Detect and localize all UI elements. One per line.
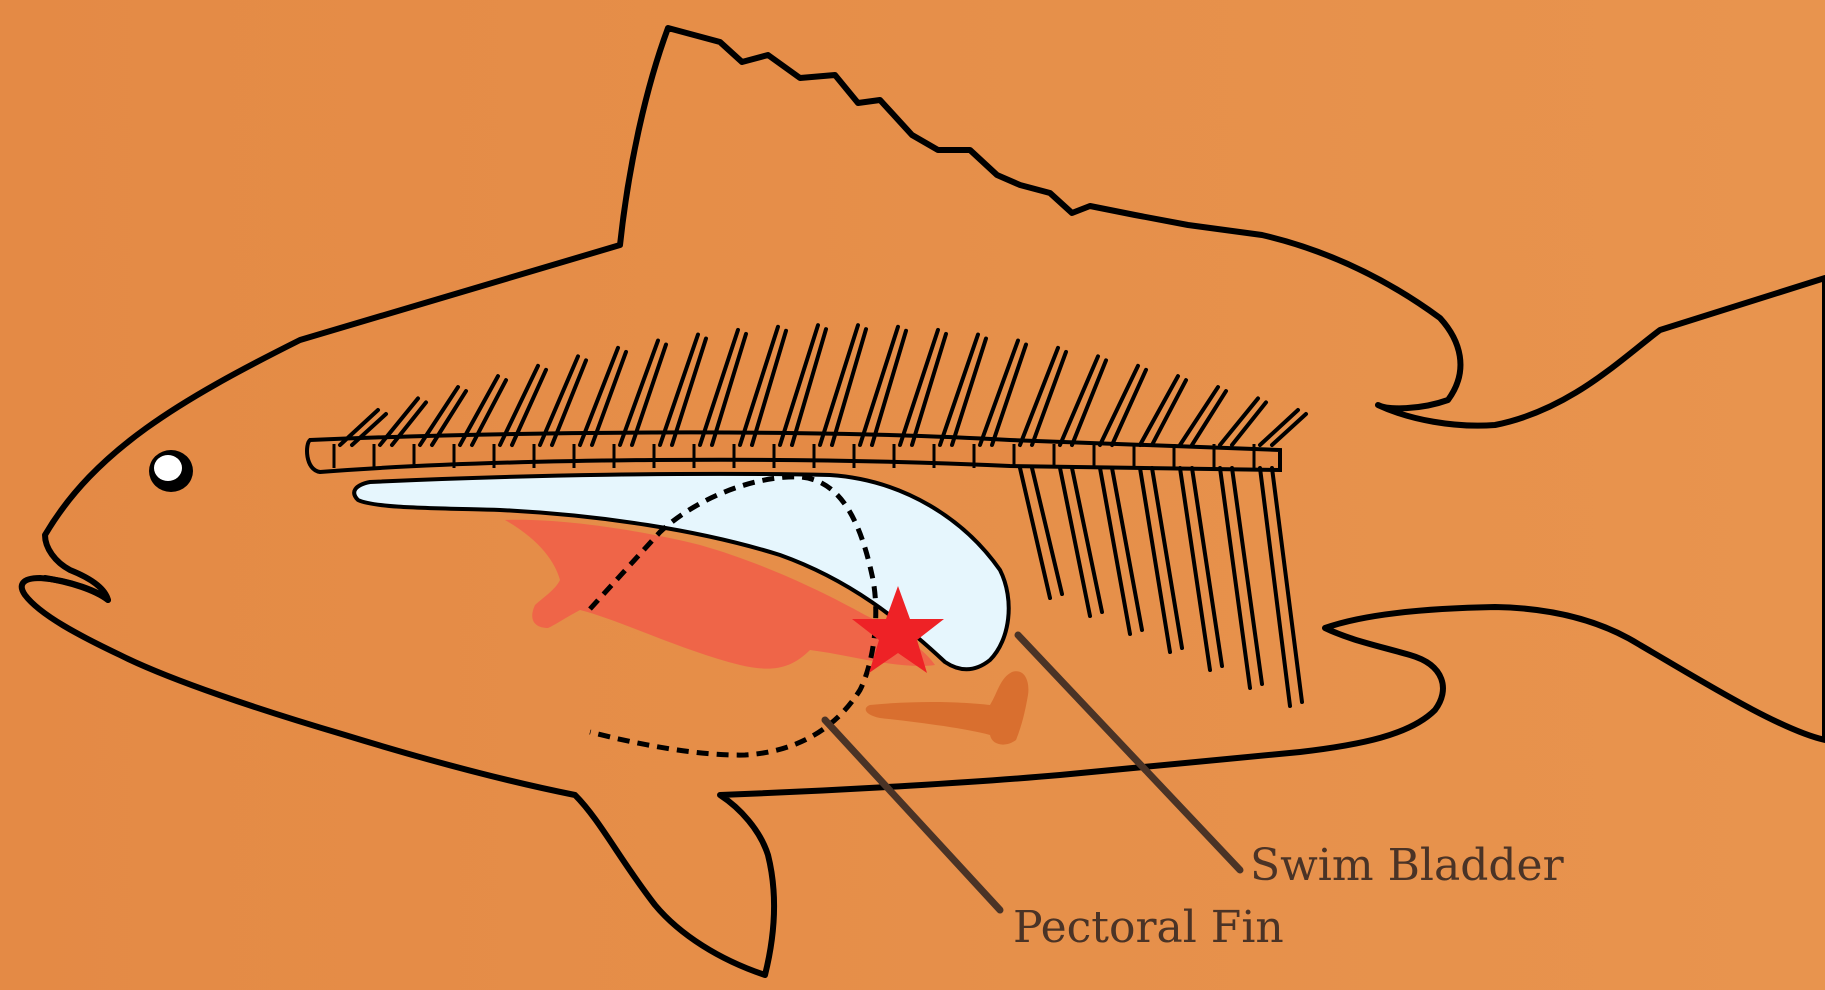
pectoral-fin-label: Pectoral Fin (1013, 902, 1284, 953)
eye-icon (149, 450, 193, 492)
swim-bladder-label: Swim Bladder (1250, 840, 1565, 891)
